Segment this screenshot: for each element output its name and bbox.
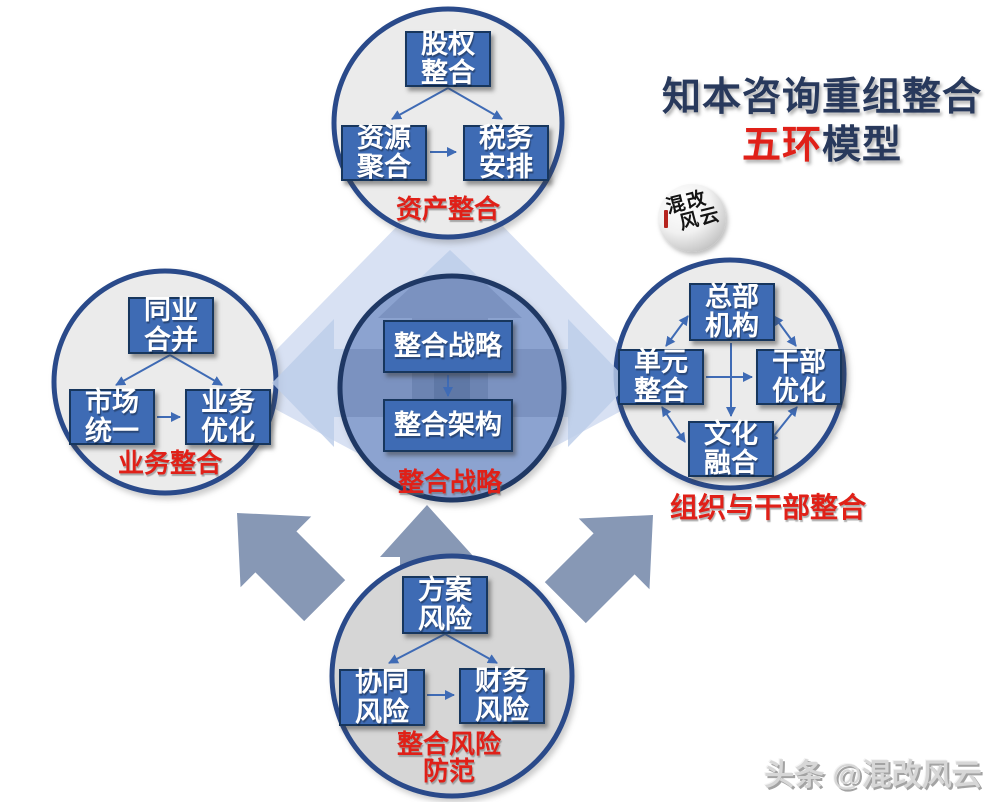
label-integration-strategy: 整合战略	[397, 467, 503, 497]
node-equity-integration: 股权 整合	[405, 29, 491, 88]
seal-red-mark	[664, 210, 668, 228]
watermark-byline: 头条 @混改风云	[764, 759, 982, 792]
label-organization-cadre-integration: 组织与干部整合	[669, 492, 867, 523]
connector-equity-tax	[447, 87, 503, 120]
node-headquarters-organization: 总部 机构	[689, 282, 775, 341]
node-cadre-optimization: 干部 优化	[756, 347, 842, 406]
node-culture-fusion: 文化 融合	[688, 419, 774, 478]
node-business-optimization: 业务 优化	[185, 387, 271, 446]
node-industry-merger: 同业 合并	[128, 296, 214, 354]
title-line1: 知本咨询重组整合	[661, 76, 983, 119]
wind-cloud-seal-logo: 混改 风云	[658, 184, 726, 252]
node-integration-architecture: 整合架构	[383, 399, 513, 452]
node-synergy-risk: 协同 风险	[339, 668, 425, 726]
node-unit-integration: 单元 整合	[618, 347, 704, 406]
gray-arrow-up-left	[237, 513, 346, 622]
connector-plan-finance	[444, 633, 498, 664]
node-plan-risk: 方案 风险	[402, 575, 488, 634]
seal-text: 混改 风云	[664, 186, 723, 234]
label-business-integration: 业务整合	[117, 448, 223, 478]
title-line2: 五环模型	[662, 122, 982, 170]
label-integration-risk-prevention: 整合风险 防范	[396, 729, 502, 787]
connector-hq-unit	[665, 315, 689, 347]
node-resource-aggregation: 资源 聚合	[341, 123, 427, 182]
connector-unit-culture	[661, 406, 686, 443]
risk-prevention-circle	[329, 553, 575, 799]
node-integration-strategy: 整合战略	[383, 320, 513, 373]
gray-arrow-up-right	[544, 515, 653, 624]
title-line2-rest: 模型	[821, 123, 903, 167]
risk-connectors	[388, 633, 498, 700]
connector-plan-synergy	[388, 633, 446, 664]
connector-merger-market	[115, 354, 171, 386]
node-tax-arrangement: 税务 安排	[463, 123, 549, 182]
business-connectors	[115, 354, 223, 422]
label-asset-integration: 资产整合	[395, 194, 501, 224]
connector-equity-resource	[391, 87, 449, 120]
asset-connectors	[391, 87, 503, 157]
title-line2-highlight: 五环	[741, 123, 822, 167]
diagram-title: 知本咨询重组整合 五环模型	[662, 74, 982, 169]
node-market-unification: 市场 统一	[69, 387, 155, 446]
connector-hq-cadre	[773, 315, 797, 347]
connector-merger-optimize	[169, 354, 223, 386]
node-financial-risk: 财务 风险	[459, 666, 545, 725]
